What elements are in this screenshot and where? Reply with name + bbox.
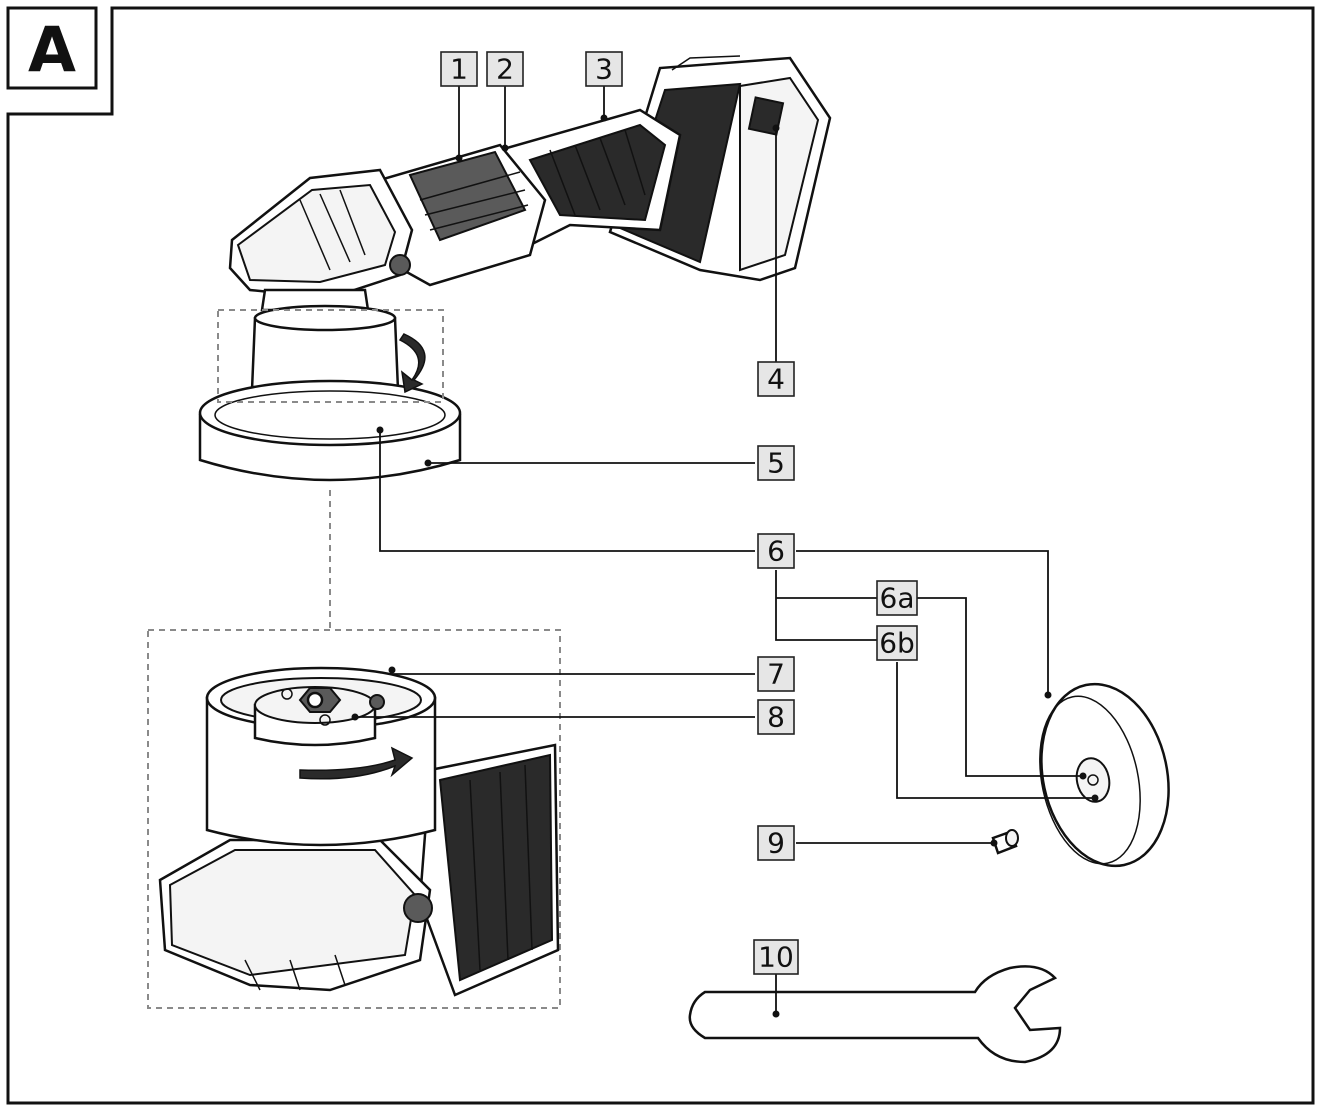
- detail-frame-bottom: [147, 629, 561, 1009]
- backing-plate-icon: [250, 304, 400, 397]
- callout-label: 7: [767, 658, 785, 691]
- callout-label: 8: [767, 701, 785, 734]
- detail-frame-top: [217, 309, 444, 403]
- polishing-pad-side-icon: [1039, 682, 1170, 868]
- wrench-icon: [688, 965, 1062, 1064]
- callout-label: 10: [758, 941, 794, 974]
- callout-label: 1: [450, 53, 468, 86]
- callout-10: 10: [753, 939, 799, 975]
- callout-6b: 6b: [876, 625, 918, 661]
- rotation-arrow-icon: [398, 333, 426, 394]
- callout-label: 6a: [880, 582, 915, 615]
- callout-6: 6: [757, 533, 795, 569]
- callout-label: 4: [767, 363, 785, 396]
- callout-7: 7: [757, 656, 795, 692]
- callout-1: 1: [440, 51, 478, 87]
- callout-label: 2: [496, 53, 514, 86]
- leader-lines: [351, 84, 1099, 1018]
- polishing-pad-icon: [198, 379, 462, 482]
- callout-label: 5: [767, 447, 785, 480]
- callout-4: 4: [757, 361, 795, 397]
- screw-icon: [991, 829, 1019, 855]
- panel-letter-box: [6, 6, 98, 90]
- callout-label: 6: [767, 535, 785, 568]
- polisher-detail-view: [158, 666, 560, 997]
- callout-label: 9: [767, 827, 785, 860]
- callout-2: 2: [486, 51, 524, 87]
- callout-9: 9: [757, 825, 795, 861]
- callout-6a: 6a: [876, 580, 918, 616]
- diagram-frame: [6, 6, 1315, 1105]
- callout-label: 3: [595, 53, 613, 86]
- callout-8: 8: [757, 699, 795, 735]
- callout-label: 6b: [879, 627, 915, 660]
- orbital-polisher-icon: [228, 55, 832, 312]
- callout-5: 5: [757, 445, 795, 481]
- callout-3: 3: [585, 51, 623, 87]
- panel-letter: A: [28, 14, 76, 87]
